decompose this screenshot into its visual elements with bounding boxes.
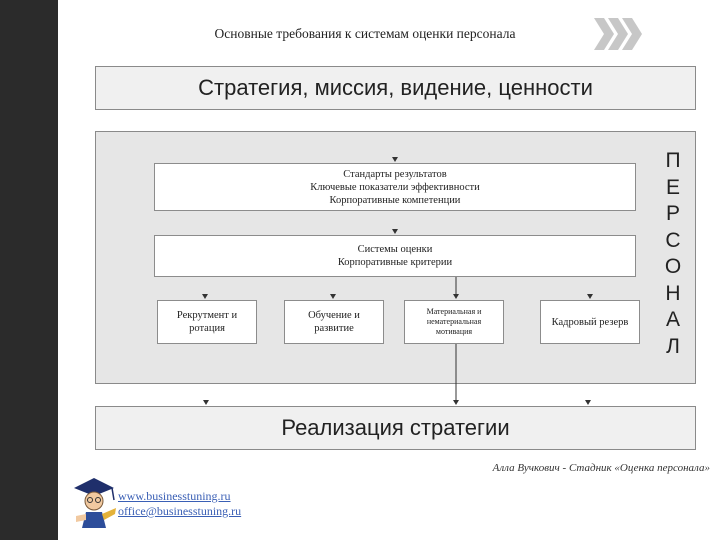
author-credit: Алла Вучкович - Стадник «Оценка персонал… <box>493 462 710 474</box>
arrow-head <box>453 400 459 405</box>
arrow-head <box>587 294 593 299</box>
footer-links: www.businesstuning.ru office@businesstun… <box>118 489 241 519</box>
arrow-head <box>392 157 398 162</box>
arrow-head <box>330 294 336 299</box>
arrow-head <box>585 400 591 405</box>
arrow-head <box>203 400 209 405</box>
arrow-head <box>392 229 398 234</box>
website-link[interactable]: www.businesstuning.ru <box>118 489 241 504</box>
arrow-head <box>202 294 208 299</box>
email-link[interactable]: office@businesstuning.ru <box>118 504 241 519</box>
graduate-mascot-icon <box>68 474 120 530</box>
arrow-head <box>453 294 459 299</box>
